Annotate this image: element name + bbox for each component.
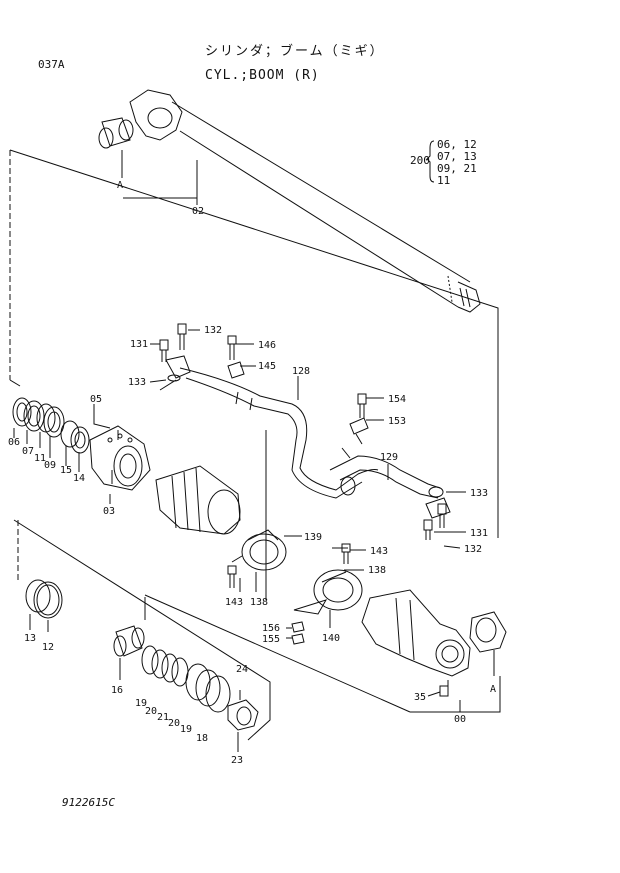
part-label: 16 bbox=[111, 685, 123, 696]
cylinder-tube bbox=[155, 465, 241, 535]
part-label: 129 bbox=[380, 452, 398, 463]
nut-23 bbox=[227, 699, 259, 731]
part-label: 09 bbox=[44, 460, 56, 471]
part-label: 131 bbox=[470, 528, 488, 539]
bolt-35 bbox=[439, 685, 449, 697]
clip-145 bbox=[227, 361, 245, 379]
fitting-146 bbox=[227, 335, 237, 360]
o-ring-133 bbox=[167, 374, 181, 382]
part-label: 133 bbox=[128, 377, 146, 388]
bolt-132 bbox=[177, 323, 187, 350]
part-label: 154 bbox=[388, 394, 406, 405]
clip-153 bbox=[349, 417, 369, 435]
part-label: 23 bbox=[231, 755, 243, 766]
part-label: 155 bbox=[262, 634, 280, 645]
hose-129 bbox=[329, 433, 444, 499]
part-label: 14 bbox=[73, 473, 85, 484]
eye-bushing bbox=[469, 611, 507, 653]
view-marker-a-bottom: A bbox=[490, 684, 496, 695]
part-label: 07 bbox=[22, 446, 34, 457]
assembly-number: 200 bbox=[410, 154, 430, 167]
bolt-156 bbox=[291, 621, 305, 633]
hose-128 bbox=[179, 367, 379, 499]
flange-right bbox=[425, 497, 451, 519]
part-label: 02 bbox=[192, 206, 204, 217]
bolt-143-left bbox=[227, 565, 237, 588]
piston-seals bbox=[25, 579, 63, 619]
bolt-143-right bbox=[341, 543, 351, 564]
part-label: 132 bbox=[464, 544, 482, 555]
part-label: 21 bbox=[157, 712, 169, 723]
title-japanese: シリンダ；ブーム（ミギ） bbox=[205, 44, 385, 59]
title-english: CYL.;BOOM (R) bbox=[205, 68, 320, 83]
bolt-131 bbox=[159, 339, 169, 362]
part-label: 06 bbox=[8, 437, 20, 448]
clamp-left bbox=[231, 529, 287, 571]
assembly-variant: 06, 12 bbox=[437, 138, 477, 151]
flange-left bbox=[165, 355, 191, 379]
cylinder-head-03 bbox=[89, 425, 151, 491]
part-label: 13 bbox=[24, 633, 36, 644]
part-label: 35 bbox=[414, 692, 426, 703]
cylinder-body-00 bbox=[361, 589, 471, 677]
part-label: 19 bbox=[135, 698, 147, 709]
part-label: 20 bbox=[168, 718, 180, 729]
part-label: 12 bbox=[42, 642, 54, 653]
part-label: 143 bbox=[225, 597, 243, 608]
part-label: 138 bbox=[250, 597, 268, 608]
part-label: 138 bbox=[368, 565, 386, 576]
rod-bushing bbox=[98, 117, 134, 149]
part-label: 131 bbox=[130, 339, 148, 350]
assembly-variant: 07, 13 bbox=[437, 150, 477, 163]
page-code: 037A bbox=[38, 58, 65, 71]
part-label: 03 bbox=[103, 506, 115, 517]
part-label: 132 bbox=[204, 325, 222, 336]
bolt-154 bbox=[357, 393, 367, 418]
part-label: 133 bbox=[470, 488, 488, 499]
seal-set-head bbox=[12, 397, 90, 454]
part-label: 140 bbox=[322, 633, 340, 644]
bolt-132-right bbox=[437, 503, 447, 528]
part-label: 153 bbox=[388, 416, 406, 427]
assembly-variant: 09, 21 bbox=[437, 162, 477, 175]
washer-155 bbox=[291, 633, 305, 645]
part-label: 20 bbox=[145, 706, 157, 717]
part-label: 139 bbox=[304, 532, 322, 543]
piston-rod-02 bbox=[129, 89, 481, 313]
part-label: 00 bbox=[454, 714, 466, 725]
part-label: 146 bbox=[258, 340, 276, 351]
part-label: 143 bbox=[370, 546, 388, 557]
assembly-variant: 11 bbox=[437, 174, 451, 187]
piston-rings bbox=[141, 645, 231, 713]
part-label: 15 bbox=[60, 465, 72, 476]
part-label: 156 bbox=[262, 623, 280, 634]
part-label: 11 bbox=[34, 453, 46, 464]
part-label: 18 bbox=[196, 733, 208, 744]
part-label: 128 bbox=[292, 366, 310, 377]
part-label: 05 bbox=[90, 394, 102, 405]
part-label: 145 bbox=[258, 361, 276, 372]
piston-16 bbox=[113, 625, 145, 657]
clamp-right bbox=[293, 569, 363, 615]
part-label: 19 bbox=[180, 724, 192, 735]
assembly-bracket bbox=[426, 140, 435, 183]
bolt-131-right bbox=[423, 519, 433, 540]
footer-code: 9122615C bbox=[62, 796, 115, 809]
view-marker-a-top: A bbox=[117, 180, 123, 191]
part-label: 24 bbox=[236, 664, 248, 675]
